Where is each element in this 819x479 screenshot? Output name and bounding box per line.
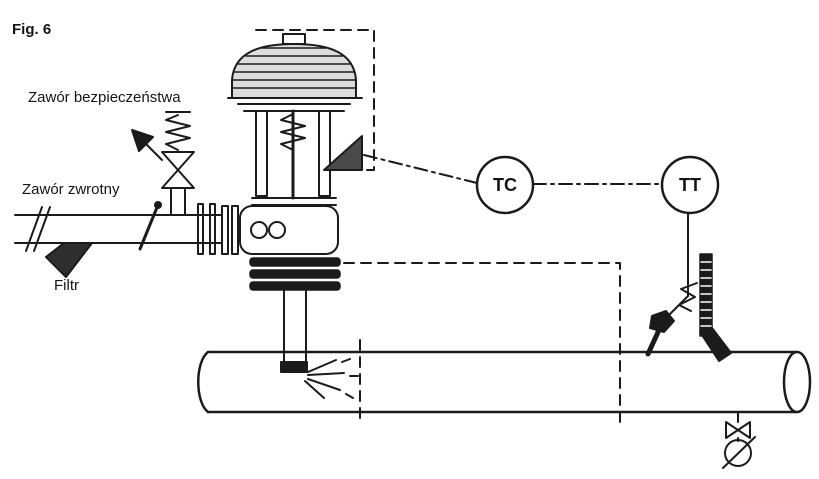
diagram-text: Fig. 6 Zawór bezpieczeństwa Zawór zwrotn…	[12, 21, 701, 294]
instrument-tt	[660, 155, 720, 215]
drain-valve-bowtie	[725, 421, 751, 439]
inlet-pipe	[14, 206, 223, 252]
thermowell-body	[699, 253, 713, 337]
inlet-flange-bar	[231, 205, 239, 255]
positioner-body	[323, 135, 363, 171]
main-pipe-right-cap	[782, 350, 812, 414]
check-valve-symbol	[138, 201, 162, 251]
flange-bar	[197, 203, 204, 255]
instrument-tag-tc: TC	[493, 175, 517, 195]
thermowell-tip	[699, 327, 732, 362]
yoke-column-left	[255, 110, 268, 197]
flange-bar	[209, 203, 216, 255]
safety-valve-symbol	[131, 111, 195, 216]
yoke-column-right	[318, 110, 331, 197]
relief-spring	[165, 114, 191, 151]
sensor-coil	[678, 282, 698, 312]
actuator-dome-hatch	[231, 47, 357, 89]
instrument-tag-tt: TT	[679, 175, 701, 195]
section-boundary-dashed	[255, 29, 621, 425]
temperature-sensor	[645, 212, 732, 362]
safety-valve-label: Zawór bezpieczeństwa	[28, 89, 181, 106]
filter-label: Filtr	[54, 277, 79, 294]
discharge-line	[144, 142, 163, 161]
pipe-break-symbol	[25, 206, 51, 252]
flange-ring	[249, 257, 341, 267]
relief-valve-bowtie	[161, 151, 195, 189]
injection-pipe	[280, 289, 308, 373]
spray-lines	[304, 359, 345, 399]
spray-ticks	[341, 358, 359, 399]
flange-ring	[249, 281, 341, 291]
pneumatic-actuator	[227, 33, 363, 112]
valve-positioner	[323, 135, 363, 171]
control-valve	[221, 33, 363, 399]
instrument-tc	[475, 155, 535, 215]
sensor-probe	[645, 327, 662, 357]
flange-ring	[249, 269, 341, 279]
boundary-actuator-box	[255, 29, 375, 171]
pipe-flange-pair	[197, 203, 216, 255]
gland-ring	[250, 221, 268, 239]
check-valve-label: Zawór zwrotny	[22, 181, 120, 198]
tc-bubble	[475, 155, 535, 215]
check-valve-pivot	[154, 201, 162, 209]
tt-bubble	[660, 155, 720, 215]
valve-body	[221, 205, 339, 255]
flange-stack	[249, 257, 341, 291]
stem-spring	[280, 113, 306, 151]
discharge-arrowhead	[131, 129, 154, 152]
gauge-needle	[722, 436, 756, 469]
filter-strainer	[45, 242, 93, 278]
spray-nozzle	[304, 358, 359, 399]
figure-caption: Fig. 6	[12, 21, 51, 38]
drain-valve-and-gauge	[722, 411, 756, 469]
inlet-flange-bar	[221, 205, 229, 255]
thermowell	[699, 253, 732, 362]
gauge-dial	[724, 439, 752, 467]
nozzle-tip	[280, 361, 308, 373]
thermowell-threads	[700, 261, 712, 327]
signal-positioner-to-tc	[363, 154, 478, 184]
sensor-hex-fitting	[649, 310, 675, 333]
main-pipe-left-cap	[197, 350, 210, 414]
signal-lines	[363, 154, 663, 185]
check-valve-flap	[138, 203, 160, 251]
gland-ring	[268, 221, 286, 239]
body-housing	[239, 205, 339, 255]
boundary-right	[343, 262, 621, 425]
actuator-dome	[231, 43, 357, 99]
actuator-top-nub	[282, 33, 306, 45]
valve-yoke	[251, 109, 337, 206]
strainer-leg	[45, 242, 93, 278]
